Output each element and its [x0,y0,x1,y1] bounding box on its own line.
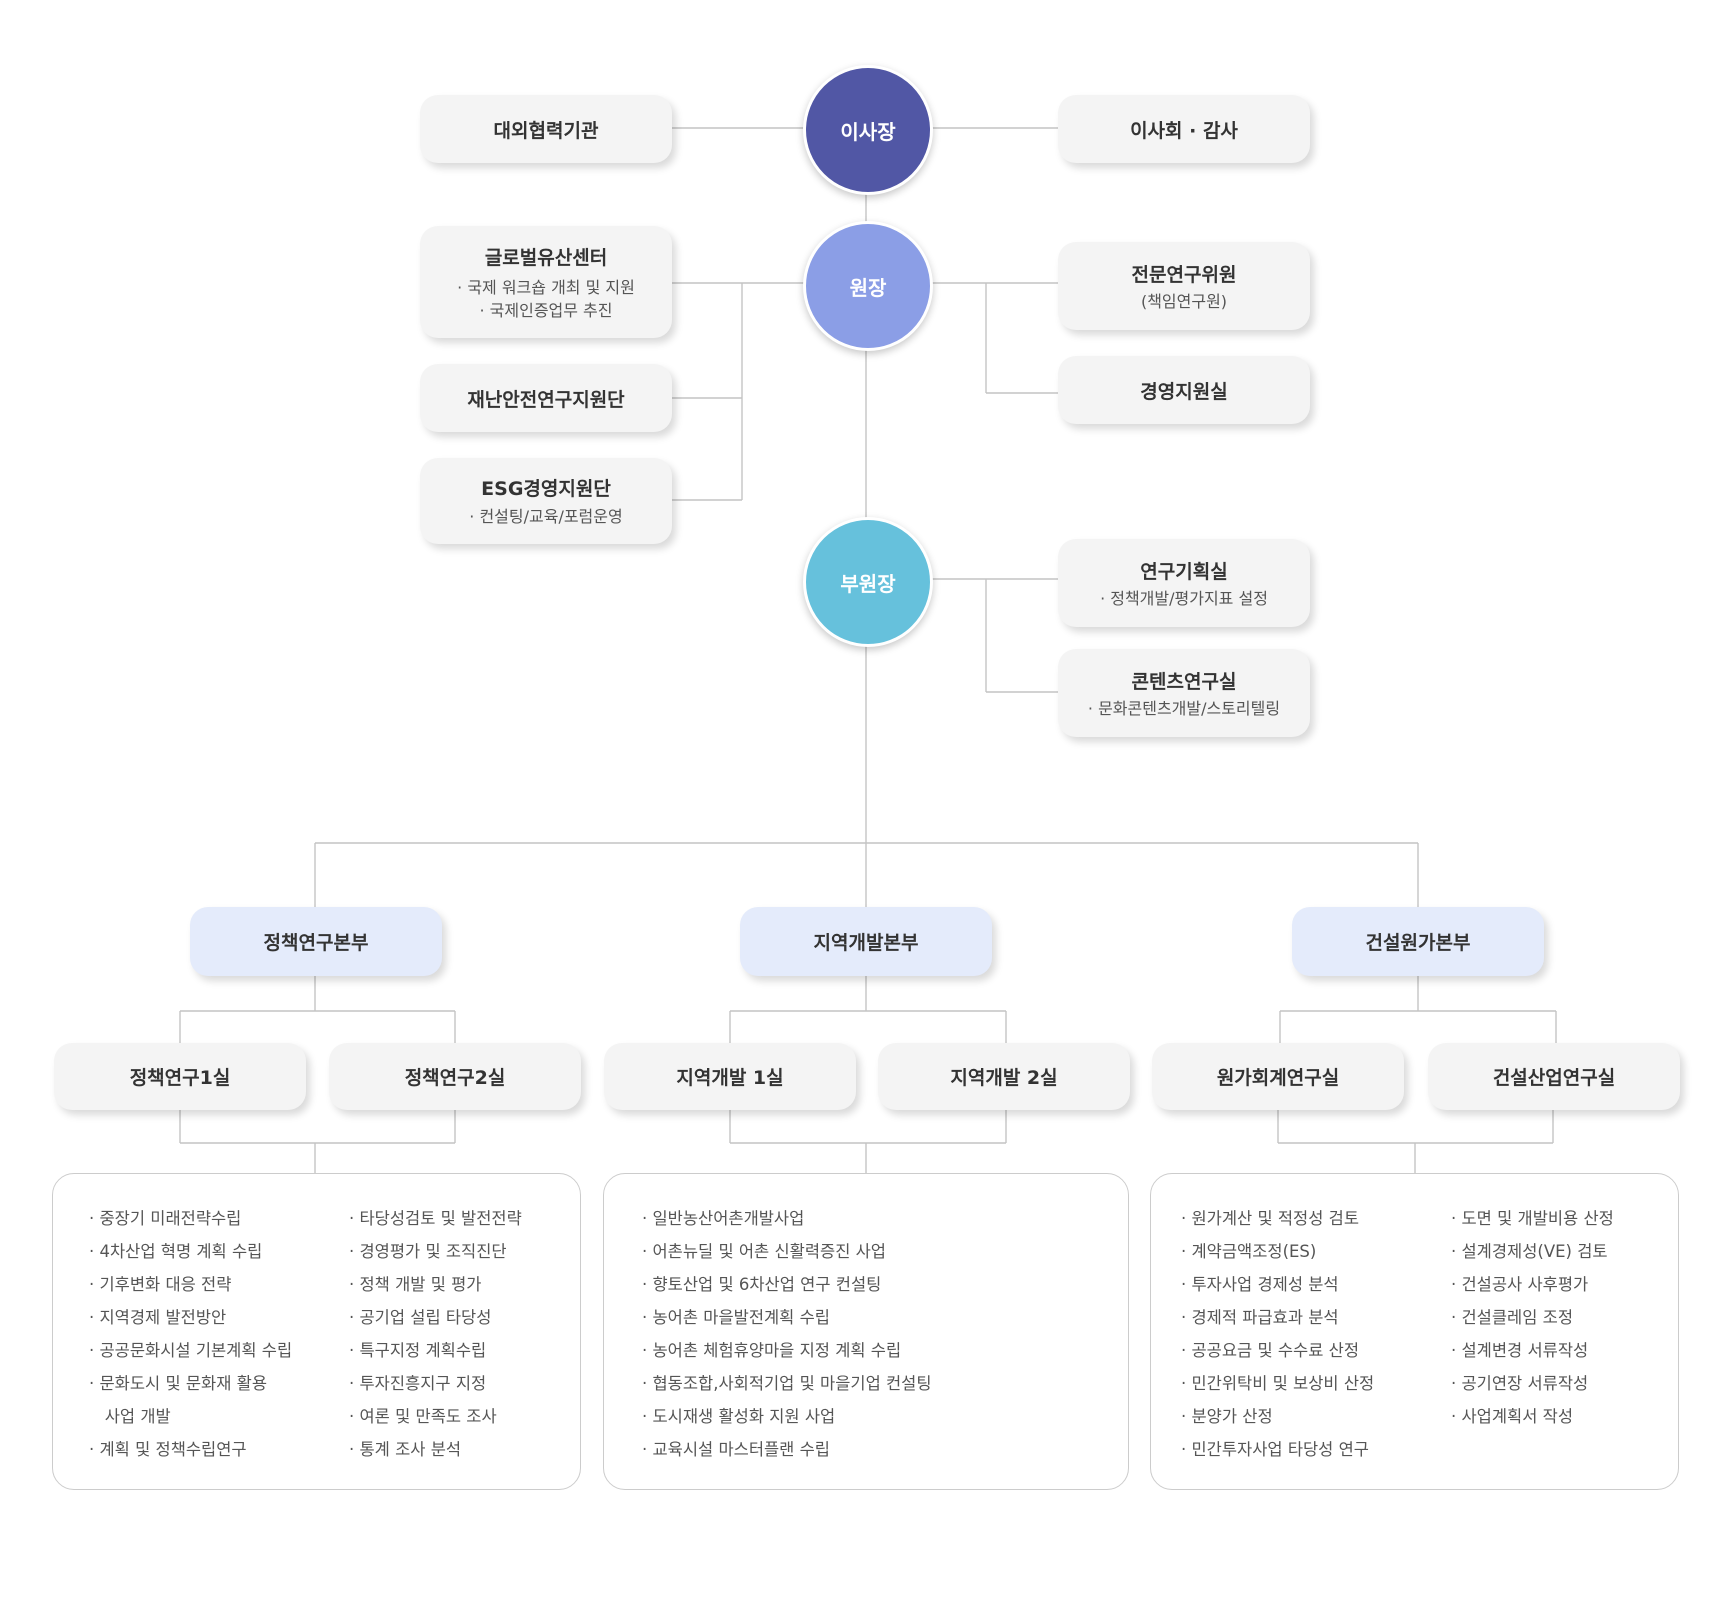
list-item: · 설계변경 서류작성 [1451,1341,1589,1360]
room-cost-accounting-title: 원가회계연구실 [1216,1067,1340,1089]
contents-research-title: 콘텐츠연구실 [1131,670,1237,693]
list-item: · 공기업 설립 타당성 [349,1308,492,1327]
list-item: · 여론 및 만족도 조사 [349,1407,497,1426]
external-cooperation-label: 대외협력기관 [493,119,599,142]
list-item: · 통계 조사 분석 [349,1440,462,1459]
global-heritage-center-box[interactable]: 글로벌유산센터 · 국제 워크숍 개최 및 지원 · 국제인증업무 추진 [420,226,672,338]
list-item: · 사업계획서 작성 [1451,1407,1573,1426]
regional-tasks-panel: · 일반농산어촌개발사업 · 어촌뉴딜 및 어촌 신활력증진 사업 · 향토산업… [603,1173,1129,1490]
room-policy-1-title: 정책연구1실 [129,1067,231,1089]
list-item: · 특구지정 계획수립 [349,1341,487,1360]
division-construction-box[interactable]: 건설원가본부 [1292,907,1544,976]
list-item: · 건설클레임 조정 [1451,1308,1573,1327]
list-item: · 민간투자사업 타당성 연구 [1181,1440,1369,1459]
room-construction-industry-box[interactable]: 건설산업연구실 [1428,1043,1680,1110]
list-item: · 경제적 파급효과 분석 [1181,1308,1339,1327]
chairman-label: 이사장 [840,119,896,144]
vice-director-node[interactable]: 부원장 [803,517,933,647]
esg-management-box[interactable]: ESG경영지원단 · 컨설팅/교육/포럼운영 [420,458,672,544]
room-construction-industry-title: 건설산업연구실 [1492,1067,1616,1089]
list-item: · 지역경제 발전방안 [89,1308,227,1327]
list-item: · 도면 및 개발비용 산정 [1451,1209,1614,1228]
list-item: · 정책 개발 및 평가 [349,1275,482,1294]
division-policy-title: 정책연구본부 [263,932,369,954]
list-item: · 건설공사 사후평가 [1451,1275,1589,1294]
list-item: · 어촌뉴딜 및 어촌 신활력증진 사업 [642,1242,886,1261]
global-heritage-center-sub: · 국제 워크숍 개최 및 지원 [457,277,635,297]
research-fellow-box[interactable]: 전문연구위원 (책임연구원) [1058,242,1310,330]
list-item: · 원가계산 및 적정성 검토 [1181,1209,1360,1228]
board-audit-label: 이사회 · 감사 [1130,119,1238,142]
vice-director-label: 부원장 [840,571,896,596]
division-policy-box[interactable]: 정책연구본부 [190,907,442,976]
disaster-safety-box[interactable]: 재난안전연구지원단 [420,364,672,432]
list-item: · 중장기 미래전략수립 [89,1209,242,1228]
policy-tasks-right-list: · 타당성검토 및 발전전략 · 경영평가 및 조직진단 · 정책 개발 및 평… [349,1202,522,1466]
list-item: · 타당성검토 및 발전전략 [349,1209,522,1228]
list-item: · 투자진흥지구 지정 [349,1374,487,1393]
policy-tasks-left-list: · 중장기 미래전략수립 · 4차산업 혁명 계획 수립 · 기후변화 대응 전… [89,1202,292,1466]
list-item: · 민간위탁비 및 보상비 산정 [1181,1374,1375,1393]
contents-research-sub: · 문화콘텐츠개발/스토리텔링 [1087,698,1281,718]
research-planning-title: 연구기획실 [1140,560,1228,583]
list-item: · 계약금액조정(ES) [1181,1242,1317,1261]
contents-research-box[interactable]: 콘텐츠연구실 · 문화콘텐츠개발/스토리텔링 [1058,649,1310,737]
director-label: 원장 [849,275,887,300]
list-item: · 공기연장 서류작성 [1451,1374,1589,1393]
construction-tasks-left-list: · 원가계산 및 적정성 검토 · 계약금액조정(ES) · 투자사업 경제성 … [1181,1202,1374,1466]
chairman-node[interactable]: 이사장 [803,65,933,195]
list-item: · 계획 및 정책수립연구 [89,1440,247,1459]
room-cost-accounting-box[interactable]: 원가회계연구실 [1152,1043,1404,1110]
list-item: · 공공문화시설 기본계획 수립 [89,1341,293,1360]
list-item: · 농어촌 체험휴양마을 지정 계획 수립 [642,1341,902,1360]
esg-management-sub: · 컨설팅/교육/포럼운영 [469,507,623,526]
regional-tasks-list: · 일반농산어촌개발사업 · 어촌뉴딜 및 어촌 신활력증진 사업 · 향토산업… [642,1202,932,1466]
room-policy-2-title: 정책연구2실 [404,1067,506,1089]
room-policy-2-box[interactable]: 정책연구2실 [329,1043,581,1110]
list-item: · 투자사업 경제성 분석 [1181,1275,1339,1294]
list-item: · 공공요금 및 수수료 산정 [1181,1341,1360,1360]
list-item: · 설계경제성(VE) 검토 [1451,1242,1608,1261]
board-audit-box[interactable]: 이사회 · 감사 [1058,95,1310,163]
room-policy-1-box[interactable]: 정책연구1실 [54,1043,306,1110]
research-fellow-sub: (책임연구원) [1140,291,1228,311]
disaster-safety-title: 재난안전연구지원단 [467,388,625,411]
research-planning-sub: · 정책개발/평가지표 설정 [1100,588,1268,608]
list-item: · 분양가 산정 [1181,1407,1273,1426]
list-item: · 일반농산어촌개발사업 [642,1209,805,1228]
global-heritage-center-title: 글로벌유산센터 [484,246,608,269]
list-item: · 문화도시 및 문화재 활용 [89,1374,268,1393]
research-fellow-title: 전문연구위원 [1131,263,1237,286]
list-item: · 경영평가 및 조직진단 [349,1242,507,1261]
list-item: · 농어촌 마을발전계획 수립 [642,1308,830,1327]
division-regional-box[interactable]: 지역개발본부 [740,907,992,976]
list-item: · 향토산업 및 6차산업 연구 컨설팅 [642,1275,882,1294]
list-item: · 기후변화 대응 전략 [89,1275,232,1294]
list-item: · 협동조합,사회적기업 및 마을기업 컨설팅 [642,1374,932,1393]
division-regional-title: 지역개발본부 [813,932,919,954]
room-regional-2-box[interactable]: 지역개발 2실 [878,1043,1130,1110]
construction-tasks-panel: · 원가계산 및 적정성 검토 · 계약금액조정(ES) · 투자사업 경제성 … [1150,1173,1679,1490]
management-support-title: 경영지원실 [1140,380,1228,403]
policy-tasks-panel: · 중장기 미래전략수립 · 4차산업 혁명 계획 수립 · 기후변화 대응 전… [52,1173,581,1490]
management-support-box[interactable]: 경영지원실 [1058,356,1310,424]
list-item: · 도시재생 활성화 지원 사업 [642,1407,836,1426]
room-regional-2-title: 지역개발 2실 [950,1067,1058,1089]
list-item: 사업 개발 [89,1407,171,1426]
global-heritage-center-sub: · 국제인증업무 추진 [479,300,613,320]
division-construction-title: 건설원가본부 [1365,932,1471,954]
esg-management-title: ESG경영지원단 [481,478,611,500]
external-cooperation-box[interactable]: 대외협력기관 [420,95,672,163]
list-item: · 4차산업 혁명 계획 수립 [89,1242,263,1261]
research-planning-box[interactable]: 연구기획실 · 정책개발/평가지표 설정 [1058,539,1310,627]
list-item: · 교육시설 마스터플랜 수립 [642,1440,830,1459]
construction-tasks-right-list: · 도면 및 개발비용 산정 · 설계경제성(VE) 검토 · 건설공사 사후평… [1451,1202,1614,1433]
room-regional-1-title: 지역개발 1실 [676,1067,784,1089]
director-node[interactable]: 원장 [803,221,933,351]
room-regional-1-box[interactable]: 지역개발 1실 [604,1043,856,1110]
